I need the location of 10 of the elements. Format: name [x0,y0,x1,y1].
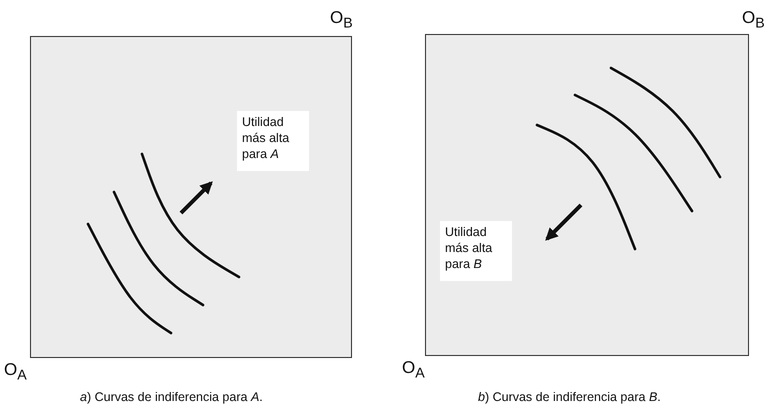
origin-label: O$_{B}$ [330,8,353,32]
callout-label: Utilidad más alta para B [440,221,512,281]
figure-caption: b) Curvas de indiferencia para B. [478,390,661,404]
chart-panel [30,36,352,358]
figure-caption: a) Curvas de indiferencia para A. [80,390,263,404]
origin-label: O$_{A}$ [4,360,27,384]
chart-panel [425,34,749,356]
origin-label: O$_{B}$ [742,8,765,32]
origin-label: O$_{A}$ [402,358,425,382]
callout-label: Utilidad más alta para A [237,111,309,171]
